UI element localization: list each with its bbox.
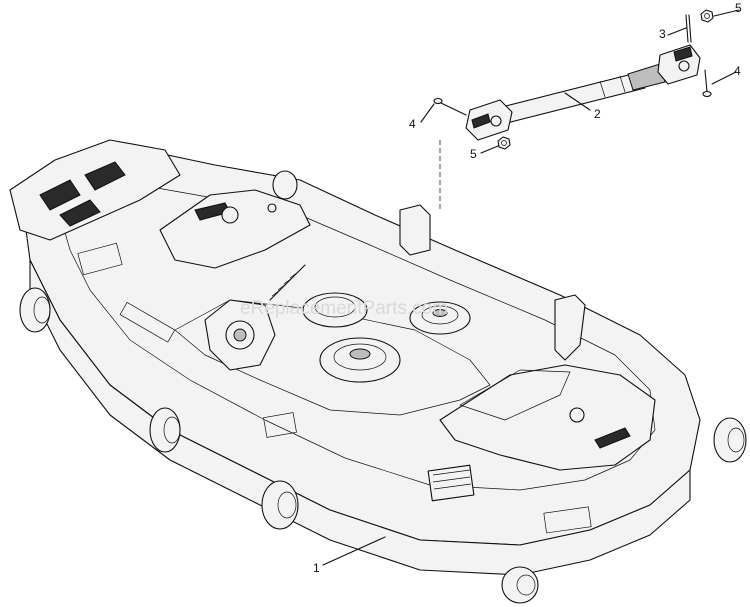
drive-shaft[interactable] — [465, 44, 701, 141]
watermark: eReplacementParts.com — [240, 298, 448, 319]
mower-deck[interactable] — [9, 139, 747, 604]
callout-deck: 1 — [313, 561, 320, 575]
roll-pin[interactable] — [685, 14, 692, 43]
leader-lines — [322, 9, 740, 566]
callout-bolt-left: 4 — [409, 117, 416, 131]
callout-drive-shaft: 2 — [594, 107, 601, 121]
bolt-right[interactable] — [702, 69, 712, 98]
hex-nut-right[interactable] — [700, 9, 714, 23]
callout-nut-left: 5 — [470, 147, 477, 161]
hex-nut-left[interactable] — [497, 136, 511, 150]
callout-bolt-right: 4 — [734, 64, 741, 78]
anti-scalp-rollers — [19, 170, 747, 604]
callout-nut-right: 5 — [735, 1, 742, 15]
washout-grate — [427, 464, 475, 502]
callout-roll-pin: 3 — [659, 27, 666, 41]
bolt-left[interactable] — [433, 97, 467, 116]
